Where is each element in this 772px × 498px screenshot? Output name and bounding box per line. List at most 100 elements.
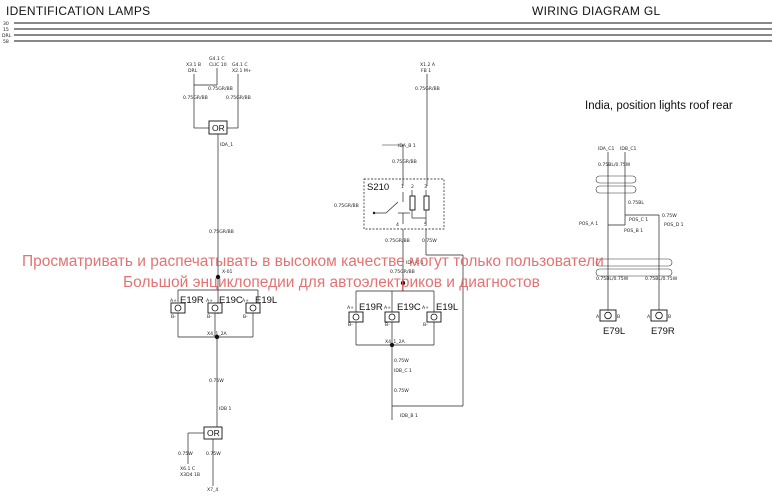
svg-text:A+: A+ (384, 305, 391, 311)
right-wire-mid: 0.75BL (628, 200, 644, 206)
middle-wire-left: 0.75GR/BB (334, 203, 359, 209)
left-wire-low: 0.75W (209, 378, 224, 384)
watermark-line-2: Большой энциклопедии для автоэлектриков … (123, 274, 540, 291)
svg-text:A+: A+ (347, 305, 354, 311)
left-bottom-ref: X6.1 C (180, 466, 195, 472)
right-conn-pos-b: POS_B 1 (624, 228, 643, 234)
svg-text:OR: OR (207, 428, 220, 438)
left-circuit: X3.1 B DRL G4.1 C CLIC 10 G4.1 C X2.1 M+… (177, 56, 259, 314)
svg-text:E79R: E79R (651, 326, 675, 337)
svg-text:X2.1 M+: X2.1 M+ (232, 68, 252, 74)
left-conn-x01: X-01 (222, 269, 232, 275)
right-conn-l: IDA_C1 (598, 146, 614, 152)
svg-text:B-: B- (423, 322, 428, 328)
middle-conn-idbc1: IDB_C 1 (394, 368, 412, 374)
svg-text:E79L: E79L (603, 326, 625, 337)
right-wire-bot-r: 0.75BL/0.75W (645, 276, 678, 282)
svg-text:A+: A+ (206, 298, 213, 304)
lamp-e79r: A B E79R (647, 309, 675, 337)
left-wire-mid: 0.75GR/BB (209, 229, 234, 235)
middle-wire-lamp: 0.75GR/BB (390, 269, 415, 275)
left-wire-bw: 0.75W (178, 451, 193, 457)
middle-wire-out2: 0.75W (422, 238, 437, 244)
left-conn-ida1: IDA_1 (220, 142, 233, 148)
lamp-e19r-left: E19R A+ B- (170, 295, 204, 320)
middle-lower: 0.75W IDB_C 1 0.75W IDB_B 1 (391, 345, 463, 420)
svg-text:B-: B- (243, 314, 248, 320)
middle-wire-out1: 0.75GR/BB (385, 238, 410, 244)
svg-text:3: 3 (424, 184, 427, 190)
left-source-2: G4.1 C (209, 56, 225, 62)
svg-text:DRL: DRL (188, 68, 198, 74)
right-conn-pos-a: POS_A 1 (579, 221, 598, 227)
svg-text:A: A (647, 314, 651, 320)
left-source-1: X3.1 B (186, 62, 201, 68)
svg-text:E19L: E19L (436, 302, 458, 313)
middle-conn-idac1: IDA_C 1 (406, 260, 424, 266)
diagram-subtitle: WIRING DIAGRAM GL (532, 4, 660, 18)
left-wire-bw2: 0.75W (206, 451, 221, 457)
bus-label-58: 58 (3, 39, 9, 45)
middle-wire-g1: 0.75W (394, 358, 409, 364)
lamp-e19r-middle: E19R A+ B- (347, 302, 383, 328)
right-wire-top: 0.75BL/0.75W (598, 162, 631, 168)
left-wire-b: 0.75GR/BB (226, 95, 251, 101)
middle-lamps: E19R A+ B- E19C A+ B- E19L A+ B- X4_1_2A (347, 302, 458, 348)
svg-text:E19C: E19C (397, 302, 421, 313)
left-conn-idb1: IDB 1 (219, 406, 232, 412)
middle-wire-s1: 0.75GR/BB (392, 159, 417, 165)
right-lamps: A B E79L A B E79R (596, 309, 675, 337)
lamp-e19c-left: E19C A+ B- (206, 295, 243, 320)
svg-text:A: A (596, 314, 600, 320)
middle-wire-top: 0.75GR/BB (415, 86, 440, 92)
left-lamps: E19R A+ B- E19C A+ B- E19L A+ B- X4_1_2A (170, 295, 277, 340)
power-bus: 30 15 DRL 58 (2, 21, 772, 45)
bus-label-drl: DRL (2, 33, 12, 39)
middle-circuit: X1.2 A FB 1 0.75GR/BB IDA_B 1 0.75GR/BB … (334, 62, 464, 406)
right-conn-r: IDB_C1 (620, 146, 637, 152)
svg-text:B-: B- (207, 314, 212, 320)
svg-text:B: B (617, 314, 620, 320)
right-wire-bot-l: 0.75BL/0.75W (596, 276, 629, 282)
svg-text:E19C: E19C (219, 295, 243, 306)
svg-text:5: 5 (424, 222, 427, 228)
lamp-e19l-middle: E19L A+ B- (422, 302, 458, 328)
right-circuit: IDA_C1 IDB_C1 0.75BL/0.75W 0.75BL POS_A … (579, 146, 684, 310)
note-india-position-lights: India, position lights roof rear (585, 100, 733, 112)
switch-s210 (363, 178, 445, 230)
svg-text:B-: B- (385, 322, 390, 328)
svg-text:B-: B- (348, 322, 353, 328)
svg-text:X3D4 1B: X3D4 1B (180, 472, 200, 478)
left-wire-a: 0.75GR/BB (183, 95, 208, 101)
lamp-e19c-middle: E19C A+ B- (384, 302, 421, 328)
diagram-title: IDENTIFICATION LAMPS (6, 4, 150, 18)
svg-text:4: 4 (396, 222, 399, 228)
lamp-e79l: A B E79L (596, 309, 625, 337)
svg-text:FB 1: FB 1 (421, 68, 431, 74)
svg-text:S210: S210 (367, 182, 389, 193)
bus-label-30: 30 (3, 21, 9, 27)
svg-text:A+: A+ (170, 298, 177, 304)
svg-text:A+: A+ (422, 305, 429, 311)
right-wire-r: 0.75W (662, 213, 677, 219)
lamp-e19l-left: E19L A+ B- (242, 295, 277, 320)
svg-text:E19L: E19L (255, 295, 277, 306)
middle-source: X1.2 A (420, 62, 436, 68)
watermark-line-1: Просматривать и распечатывать в высоком … (22, 253, 604, 270)
left-ground-node: X4_1_2A (207, 331, 228, 337)
svg-text:OR: OR (212, 123, 225, 133)
left-wire-top: 0.75GR/BB (208, 86, 233, 92)
middle-wire-g2: 0.75W (394, 388, 409, 394)
middle-conn-ida-b1: IDA_B 1 (398, 143, 416, 149)
middle-conn-idbb1: IDB_B 1 (400, 413, 418, 419)
svg-text:E19R: E19R (180, 295, 204, 306)
svg-text:2: 2 (411, 184, 414, 190)
svg-text:CLIC 10: CLIC 10 (209, 62, 227, 68)
svg-text:1: 1 (401, 184, 404, 190)
left-bottom-conn: X7_4 (207, 487, 218, 493)
bus-label-15: 15 (3, 27, 9, 33)
left-lower: 0.75W IDB 1 OR 0.75W 0.75W X6.1 C X3D4 1… (178, 337, 232, 493)
right-conn-pos-c: POS_C 1 (629, 217, 648, 223)
svg-text:A+: A+ (242, 298, 249, 304)
